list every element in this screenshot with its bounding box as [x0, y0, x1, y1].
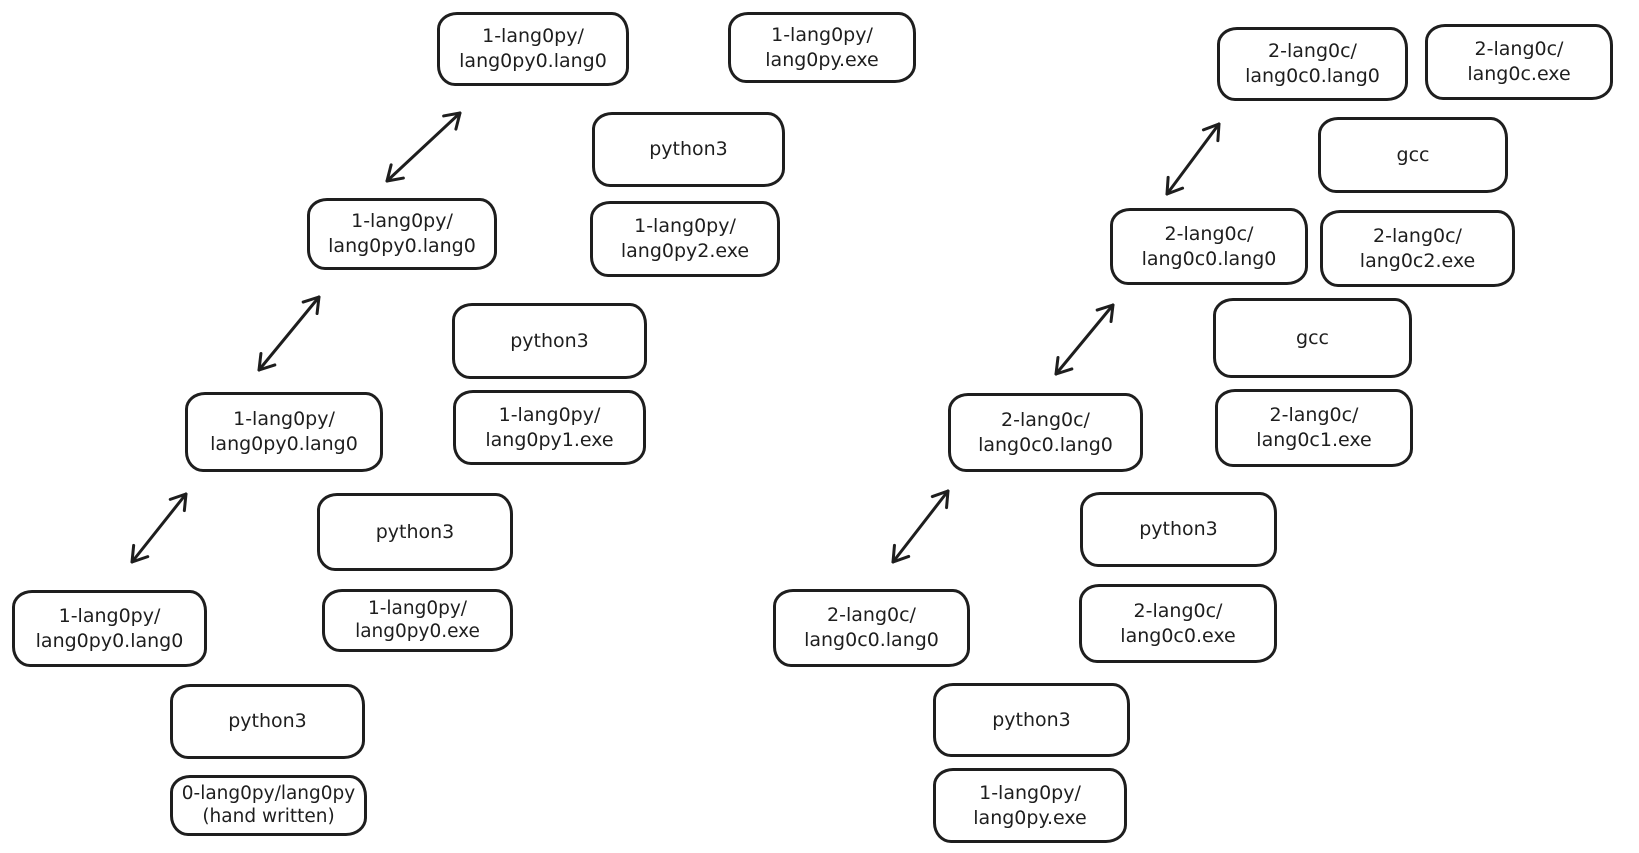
- c-runner-box-3: python3: [933, 683, 1130, 757]
- py-src-box-0: 1-lang0py/ lang0py0.lang0: [437, 12, 629, 86]
- py-runner-box-0: python3: [592, 112, 785, 187]
- c-src-box-1: 2-lang0c/ lang0c0.lang0: [1110, 208, 1308, 285]
- py-src-box-3: 1-lang0py/ lang0py0.lang0: [12, 590, 207, 667]
- py-src-box-2: 1-lang0py/ lang0py0.lang0: [185, 392, 383, 472]
- c-src-box-0: 2-lang0c/ lang0c0.lang0: [1217, 27, 1408, 101]
- py-runner-box-2: python3: [317, 493, 513, 571]
- py-runner-box-1: python3: [452, 303, 647, 379]
- c-runner-box-2: python3: [1080, 492, 1277, 567]
- py-runner-box-3: python3: [170, 684, 365, 759]
- c-base-box: 1-lang0py/ lang0py.exe: [933, 768, 1127, 843]
- c-exe-box-3: 2-lang0c/ lang0c0.exe: [1079, 584, 1277, 663]
- py-bootstrap-arrow-0: [385, 111, 462, 183]
- c-bootstrap-arrow-2: [891, 489, 950, 564]
- py-exe-box-0: 1-lang0py/ lang0py.exe: [728, 12, 916, 83]
- c-runner-box-0: gcc: [1318, 117, 1508, 193]
- c-exe-box-2: 2-lang0c/ lang0c1.exe: [1215, 389, 1413, 467]
- c-src-box-3: 2-lang0c/ lang0c0.lang0: [773, 589, 970, 667]
- py-src-box-1: 1-lang0py/ lang0py0.lang0: [307, 198, 497, 270]
- py-bootstrap-arrow-1: [257, 295, 321, 372]
- c-exe-box-0: 2-lang0c/ lang0c.exe: [1425, 24, 1613, 100]
- py-base-box: 0-lang0py/lang0py (hand written): [170, 775, 367, 836]
- py-bootstrap-arrow-2: [130, 492, 188, 564]
- c-src-box-2: 2-lang0c/ lang0c0.lang0: [948, 393, 1143, 472]
- py-exe-box-3: 1-lang0py/ lang0py0.exe: [322, 589, 513, 652]
- py-exe-box-1: 1-lang0py/ lang0py2.exe: [590, 201, 780, 277]
- py-exe-box-2: 1-lang0py/ lang0py1.exe: [453, 390, 646, 465]
- c-bootstrap-arrow-0: [1165, 122, 1221, 196]
- c-exe-box-1: 2-lang0c/ lang0c2.exe: [1320, 210, 1515, 287]
- c-bootstrap-arrow-1: [1054, 303, 1115, 376]
- c-runner-box-1: gcc: [1213, 298, 1412, 378]
